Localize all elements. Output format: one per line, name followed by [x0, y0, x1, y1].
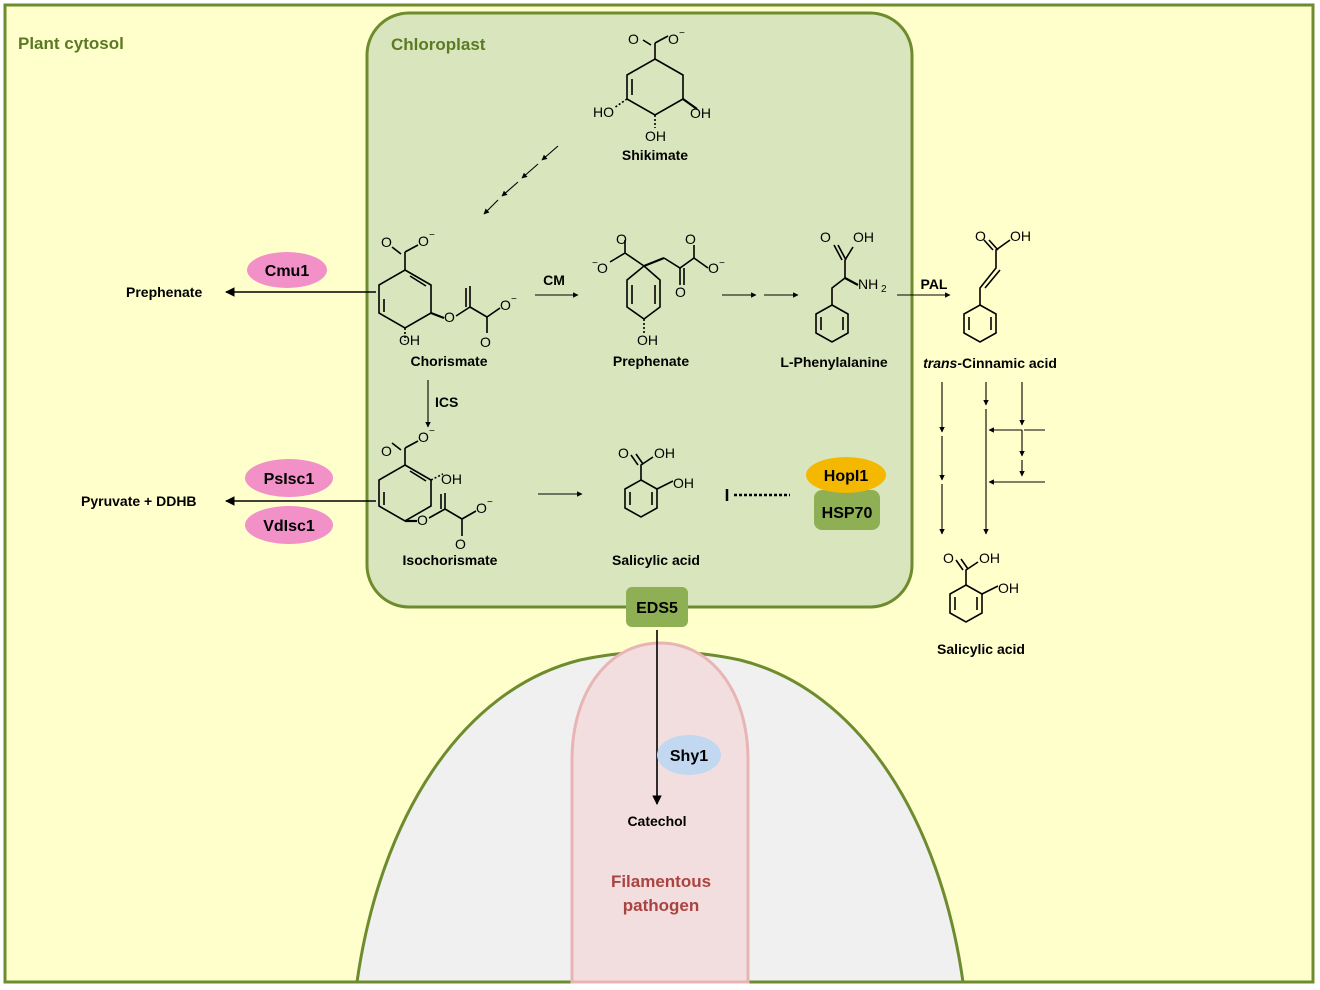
svg-text:OH: OH [1010, 228, 1031, 244]
vdisc1-label: VdIsc1 [263, 518, 315, 535]
svg-text:O: O [455, 536, 466, 552]
svg-text:OH: OH [979, 550, 1000, 566]
svg-text:OH: OH [853, 229, 874, 245]
chorismate-structure: O O − O O O − OH [378, 230, 517, 350]
ics-label: ICS [435, 394, 458, 410]
isochorismate-structure: O O − OH O O O − [378, 426, 493, 552]
arrow-cinnamic-salicylic [939, 382, 1045, 535]
isochorismate-label: Isochorismate [403, 552, 498, 568]
cmu1-label: Cmu1 [265, 263, 310, 280]
svg-text:−: − [511, 294, 517, 305]
svg-text:−: − [429, 426, 435, 437]
vdisc1-ellipse [245, 506, 333, 544]
eds5-box [626, 587, 688, 627]
svg-text:O: O [381, 443, 392, 459]
salicylic-mid-label: Salicylic acid [612, 552, 700, 568]
svg-text:O: O [943, 550, 954, 566]
svg-text:OH: OH [998, 580, 1019, 596]
svg-text:OH: OH [673, 475, 694, 491]
shy1-label: Shy1 [670, 748, 708, 765]
svg-text:O: O [480, 334, 491, 350]
svg-text:O: O [616, 231, 627, 247]
salicylic-right-structure: O OH OH [943, 550, 1019, 623]
phenylalanine-label: L-Phenylalanine [780, 354, 888, 370]
svg-text:−: − [592, 258, 598, 269]
svg-text:O: O [500, 297, 511, 313]
svg-text:O: O [381, 234, 392, 250]
svg-text:O: O [597, 260, 608, 276]
svg-text:O: O [675, 284, 686, 300]
svg-text:O: O [418, 233, 429, 249]
phenylalanine-structure: NH 2 O OH [815, 229, 887, 343]
pyruvate-label: Pyruvate + DDHB [81, 493, 197, 509]
svg-text:O: O [417, 512, 428, 528]
svg-text:−: − [487, 497, 493, 508]
pathogen-label-line1: Filamentous [611, 872, 711, 891]
cm-label: CM [543, 272, 565, 288]
svg-text:OH: OH [645, 128, 666, 144]
svg-text:O: O [418, 429, 429, 445]
svg-text:O: O [476, 500, 487, 516]
multistep-arrow-shikimate-chorismate [483, 145, 559, 215]
svg-text:OH: OH [441, 471, 462, 487]
cinnamic-label: trans-Cinnamic acid [923, 355, 1057, 371]
svg-text:OH: OH [690, 105, 711, 121]
svg-text:−: − [429, 230, 435, 241]
shy1-ellipse [657, 735, 721, 775]
svg-text:O: O [708, 260, 719, 276]
svg-text:OH: OH [637, 332, 658, 348]
svg-text:OH: OH [399, 332, 420, 348]
psisc1-ellipse [245, 459, 333, 497]
cinnamic-acid-structure: O OH [963, 228, 1031, 343]
eds5-label: EDS5 [636, 600, 678, 617]
pal-label: PAL [921, 276, 948, 292]
svg-text:O: O [628, 31, 639, 47]
svg-text:−: − [719, 258, 725, 269]
shikimate-label: Shikimate [622, 147, 688, 163]
svg-text:O: O [820, 229, 831, 245]
hsp70-box [814, 490, 880, 530]
svg-text:O: O [444, 309, 455, 325]
prephenate-mid-label: Prephenate [613, 353, 689, 369]
hopi1-label: HopI1 [824, 468, 869, 485]
hopi1-ellipse [806, 457, 886, 493]
psisc1-label: PsIsc1 [264, 471, 315, 488]
svg-text:O: O [668, 31, 679, 47]
shikimate-structure: O O − HO OH OH [593, 28, 711, 144]
hsp70-label: HSP70 [822, 505, 873, 522]
prephenate-left-label: Prephenate [126, 284, 202, 300]
chloroplast-label: Chloroplast [391, 35, 486, 54]
catechol-label: Catechol [627, 813, 686, 829]
svg-text:O: O [618, 445, 629, 461]
svg-text:O: O [685, 231, 696, 247]
inhibition-line [725, 489, 790, 501]
salicylic-right-label: Salicylic acid [937, 641, 1025, 657]
pathogen-label-line2: pathogen [623, 896, 700, 915]
prephenate-structure: O O − O O O − OH [592, 231, 725, 348]
filamentous-pathogen [570, 641, 750, 984]
salicylic-mid-structure: O OH OH [618, 445, 694, 518]
svg-text:HO: HO [593, 104, 614, 120]
svg-text:OH: OH [654, 445, 675, 461]
cmu1-ellipse [247, 252, 327, 288]
svg-text:2: 2 [881, 284, 887, 295]
chorismate-label: Chorismate [410, 353, 487, 369]
cytosol-label: Plant cytosol [18, 34, 124, 53]
svg-text:−: − [679, 28, 685, 39]
svg-text:O: O [975, 228, 986, 244]
svg-text:NH: NH [858, 276, 878, 292]
